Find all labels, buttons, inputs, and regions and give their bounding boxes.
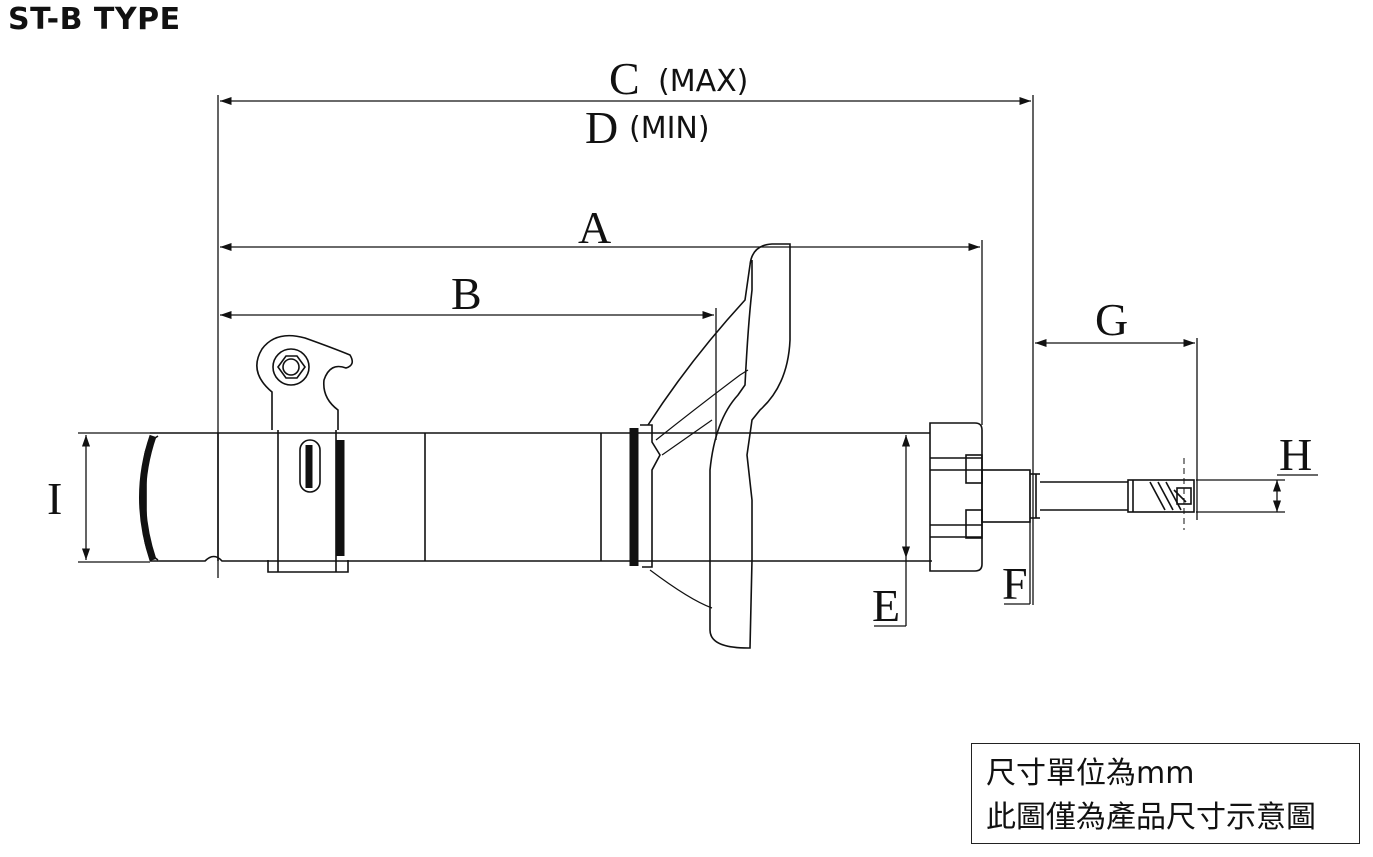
dim-label-c: C	[609, 53, 640, 104]
top-nut	[929, 422, 983, 572]
unit-note-line: 尺寸單位為mm	[986, 756, 1195, 791]
illustration-note-line: 此圖僅為產品尺寸示意圖	[986, 800, 1316, 835]
piston-rod	[981, 469, 1195, 523]
dim-label-a: A	[578, 202, 611, 253]
dim-label-g: G	[1095, 294, 1128, 345]
dim-label-f: F	[1002, 558, 1028, 609]
dim-label-i: I	[47, 473, 62, 524]
spring-seat-plate	[647, 243, 791, 649]
dim-label-h: H	[1279, 429, 1312, 480]
dim-label-d: D	[585, 102, 618, 153]
dim-label-b: B	[451, 268, 482, 319]
unit-note-box: 尺寸單位為mm 此圖僅為產品尺寸示意圖	[971, 743, 1360, 844]
dim-qualifier-d: (MIN)	[629, 111, 710, 146]
spring-seat-ring	[640, 424, 661, 568]
type-title: ST-B TYPE	[8, 2, 181, 37]
dim-qualifier-c: (MAX)	[658, 64, 748, 99]
dim-label-e: E	[872, 580, 900, 631]
body-tube	[150, 432, 932, 562]
